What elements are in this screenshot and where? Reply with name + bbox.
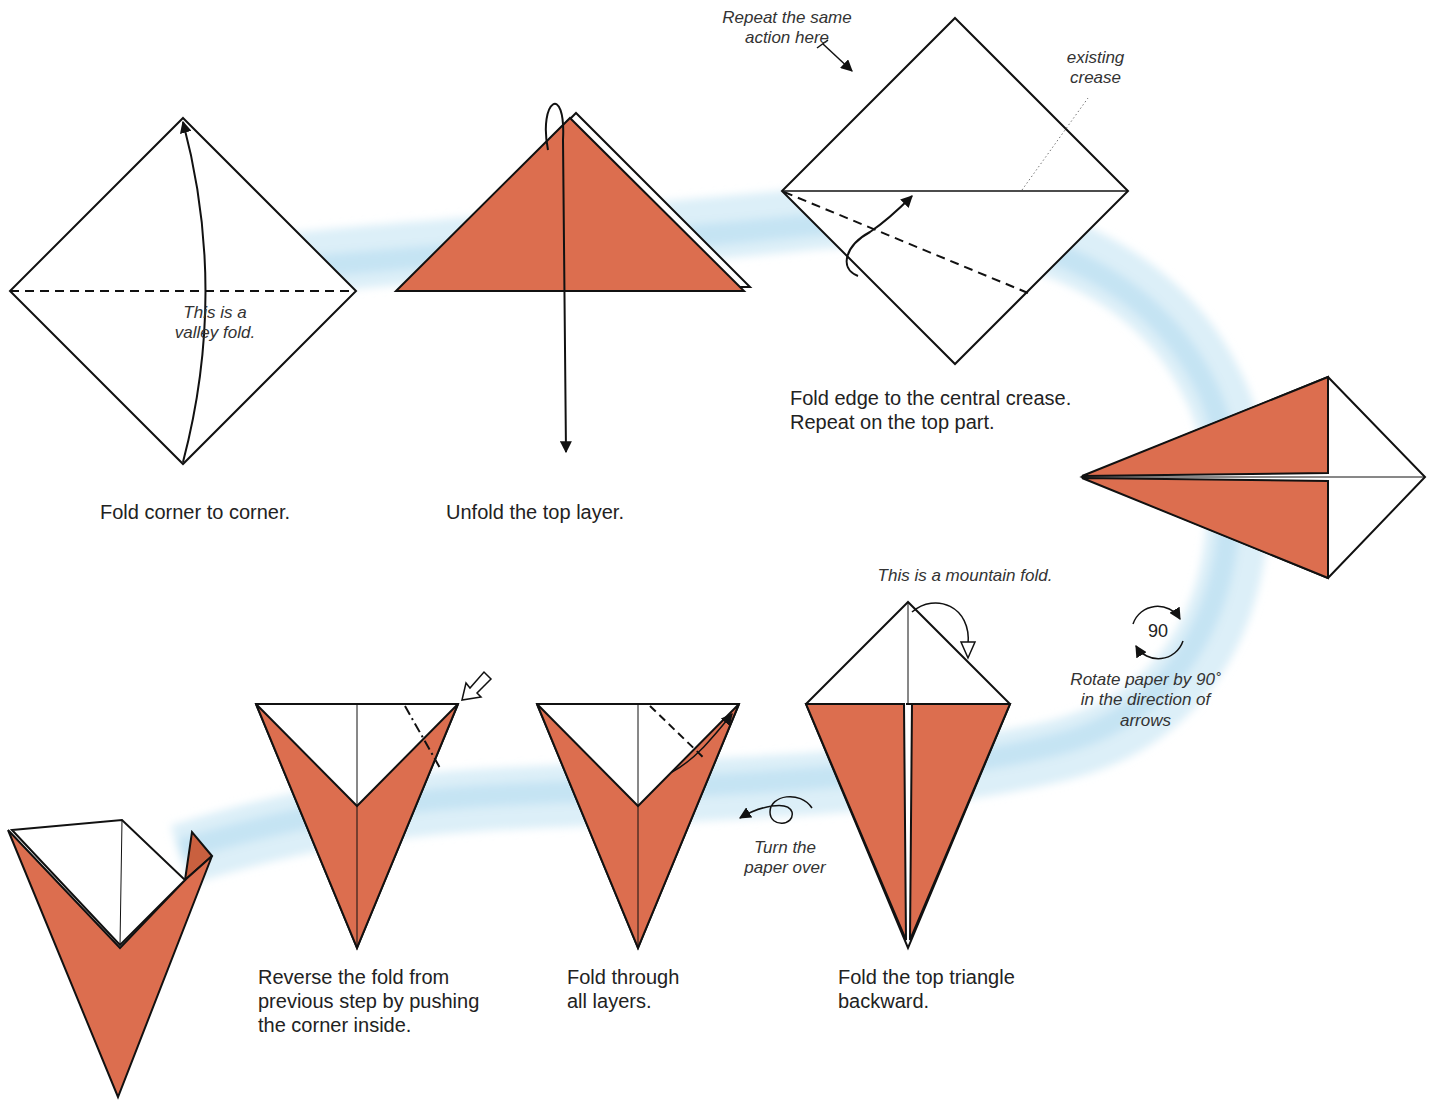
rotate-note: Rotate paper by 90˚ in the direction of … xyxy=(1063,670,1228,731)
step-two-triangle xyxy=(396,104,750,452)
step-one-square xyxy=(10,118,356,464)
step-caption: Reverse the fold from previous step by p… xyxy=(258,965,508,1037)
step-caption: Fold through all layers. xyxy=(567,965,702,1013)
finished-cup xyxy=(8,820,212,1097)
turn-over-symbol xyxy=(740,797,812,824)
fold-note: Repeat the same action here xyxy=(712,8,862,49)
step-caption: Fold corner to corner. xyxy=(60,500,330,524)
step-caption: Fold edge to the central crease. Repeat … xyxy=(790,386,1110,434)
turn-note: Turn the paper over xyxy=(735,838,835,879)
rotate-symbol xyxy=(1133,606,1183,658)
fold-note: This is a valley fold. xyxy=(160,303,270,344)
step-four-kite xyxy=(1082,377,1425,578)
step-five-kite xyxy=(806,602,1010,948)
crease-note: existing crease xyxy=(1048,48,1143,89)
step-caption: Unfold the top layer. xyxy=(400,500,670,524)
step-caption: Fold the top triangle backward. xyxy=(838,965,1018,1013)
fold-note: This is a mountain fold. xyxy=(870,566,1060,586)
step-seven-shape xyxy=(256,672,491,948)
step-six-shape xyxy=(537,704,739,948)
rotation-angle: 90 xyxy=(1138,621,1178,643)
